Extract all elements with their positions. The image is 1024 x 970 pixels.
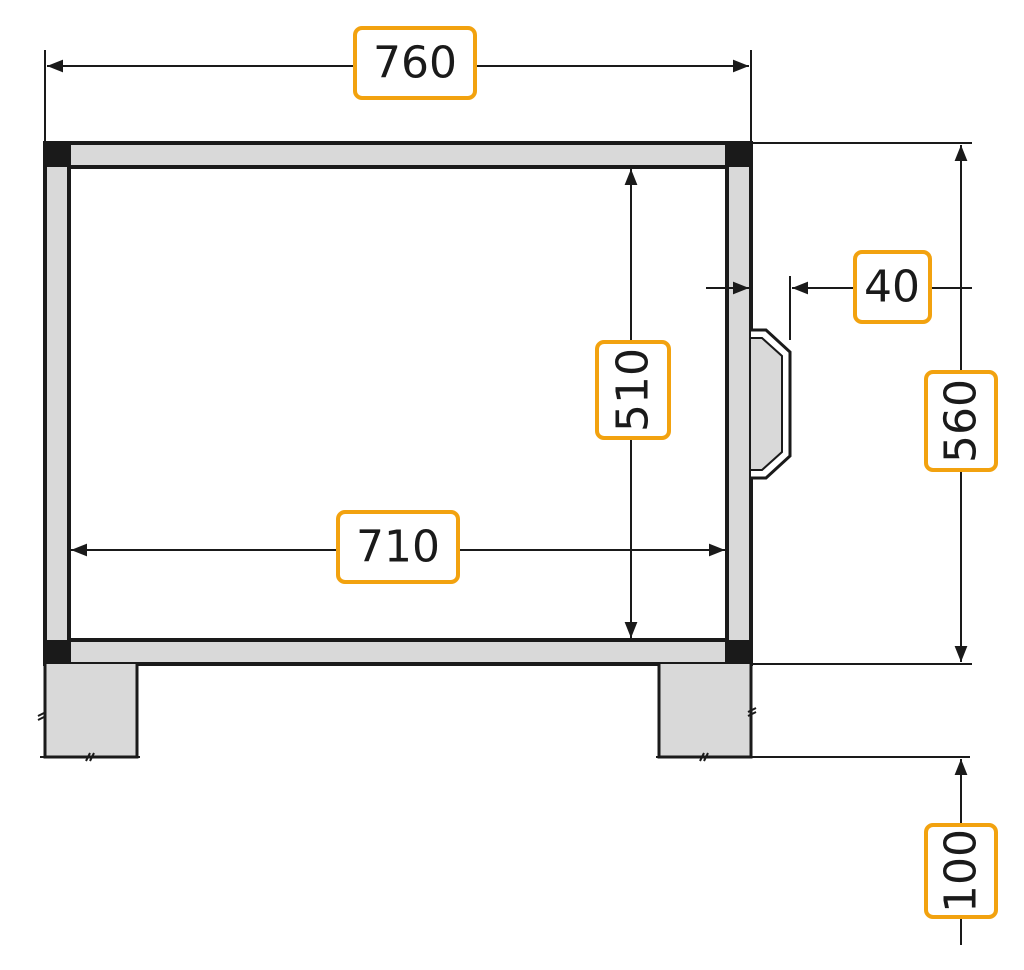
break-mark-right-side bbox=[747, 707, 757, 717]
break-mark-left-bottom bbox=[85, 752, 95, 762]
handle bbox=[751, 328, 792, 480]
break-mark-right-bottom bbox=[699, 752, 709, 762]
break-mark-left-side bbox=[37, 711, 47, 721]
dim-value-overall-height: 560 bbox=[936, 379, 987, 463]
frame-top-rail bbox=[43, 141, 753, 169]
dim-value-inner-height: 510 bbox=[608, 348, 659, 432]
dim-value-overall-width: 760 bbox=[373, 38, 457, 89]
dim-label-handle-depth: 40 bbox=[853, 250, 932, 324]
dim-label-leg-height: 100 bbox=[924, 823, 998, 919]
legs bbox=[37, 664, 970, 762]
leg-right bbox=[657, 664, 753, 759]
corner-block-bottom-right bbox=[727, 640, 751, 664]
dim-label-overall-height: 560 bbox=[924, 370, 998, 472]
dim-label-inner-width: 710 bbox=[336, 510, 460, 584]
corner-block-top-left bbox=[45, 143, 69, 167]
corner-block-top-right bbox=[727, 143, 751, 167]
dim-value-inner-width: 710 bbox=[356, 522, 440, 573]
handle-inner bbox=[751, 337, 783, 471]
dim-value-leg-height: 100 bbox=[936, 829, 987, 913]
frame-right-post bbox=[725, 141, 753, 666]
extension-lines bbox=[44, 50, 972, 665]
frame-left-post bbox=[43, 141, 71, 666]
dim-label-inner-height: 510 bbox=[595, 340, 671, 440]
dim-value-handle-depth: 40 bbox=[864, 262, 920, 313]
dim-label-overall-width: 760 bbox=[353, 26, 477, 100]
corner-block-bottom-left bbox=[45, 640, 69, 664]
frame-bottom-rail bbox=[43, 638, 753, 666]
frame bbox=[43, 141, 753, 666]
leg-left bbox=[43, 664, 139, 759]
